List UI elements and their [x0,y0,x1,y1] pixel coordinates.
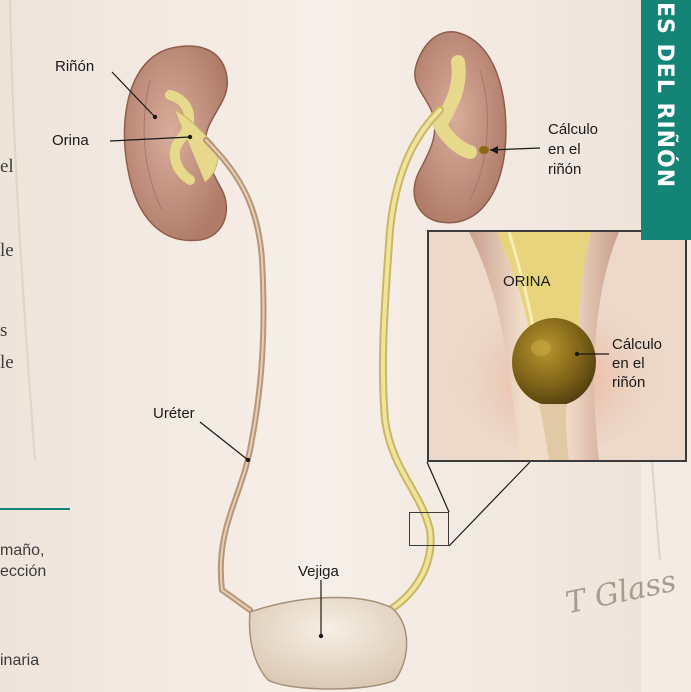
zoom-source-box [409,512,449,546]
body-fragment-3: s [0,320,7,342]
label-calculo-inset-2: en el [612,354,645,373]
bottom-fragment-1: maño, [0,540,44,561]
kidney-stone-large [512,318,596,406]
bottom-fragment-3: inaria [0,650,39,671]
body-fragment-4: le [0,352,14,374]
label-calculo-kidney-2: en el [548,140,581,159]
label-rinon: Riñón [55,57,94,76]
kidney-stone-small [479,146,489,154]
label-calculo-kidney-3: riñón [548,160,581,179]
label-calculo-kidney-1: Cálculo [548,120,598,139]
label-ureter: Uréter [153,404,195,423]
body-fragment-2: le [0,240,14,262]
bottom-fragment-2: ección [0,561,46,582]
side-tab-title: ES DEL RIÑÓN [652,2,677,188]
section-side-tab: ES DEL RIÑÓN [641,0,691,240]
label-vejiga: Vejiga [298,562,339,581]
divider-rule [0,508,70,510]
label-calculo-inset-1: Cálculo [612,335,662,354]
label-orina: Orina [52,131,89,150]
body-fragment-1: el [0,156,14,178]
label-calculo-inset-3: riñón [612,373,645,392]
label-inset-orina: ORINA [503,272,551,291]
bladder [250,597,407,689]
